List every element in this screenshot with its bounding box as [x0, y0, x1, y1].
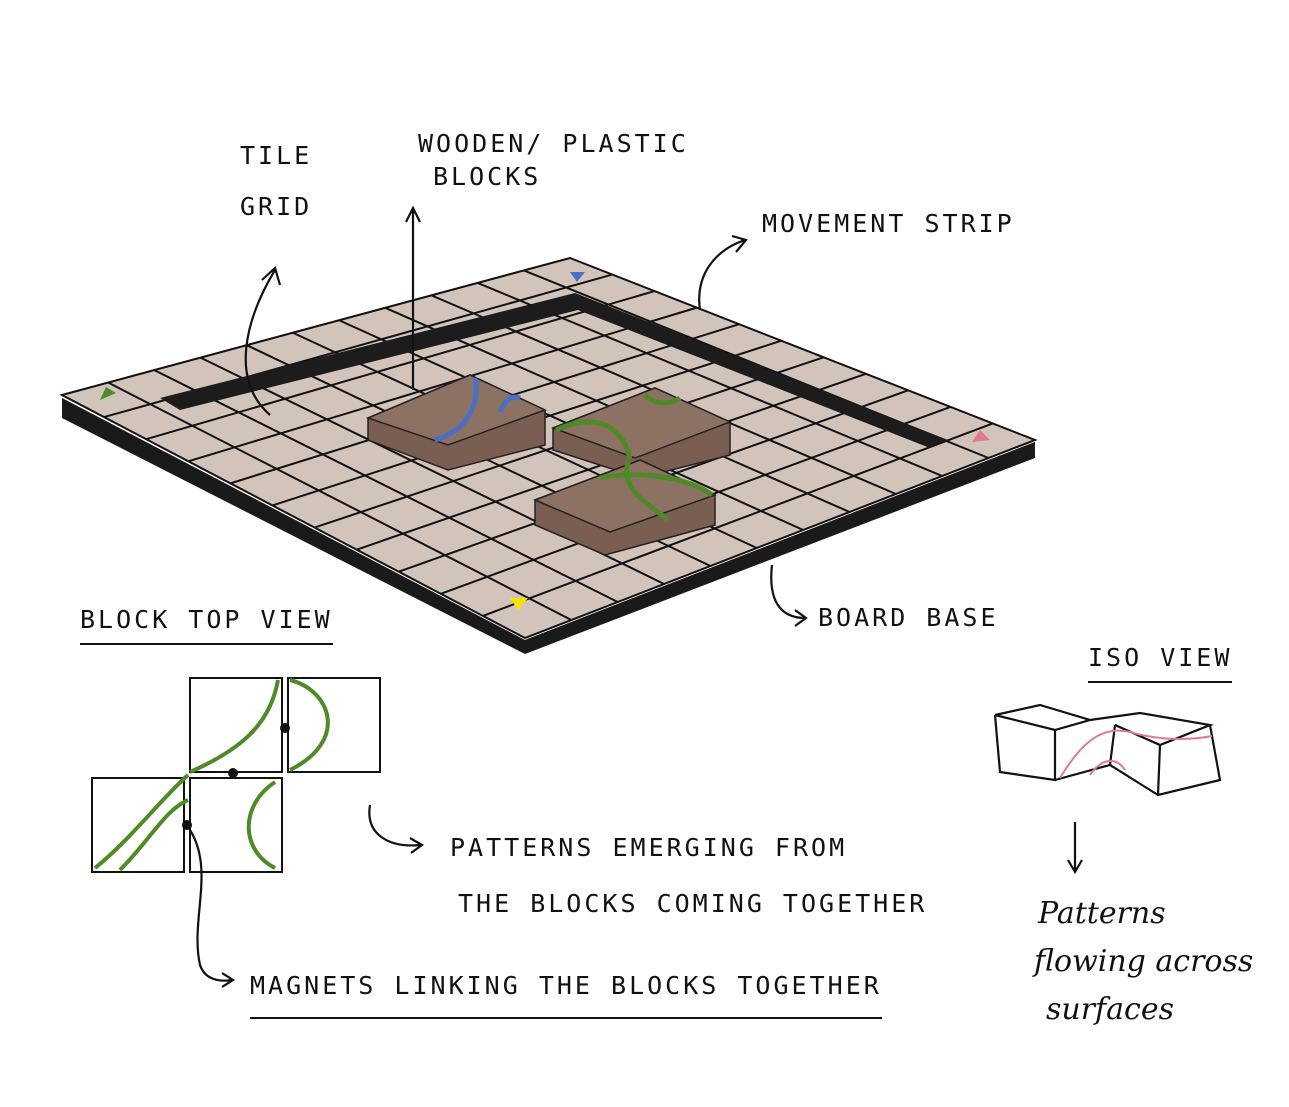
board-base-arrow	[770, 564, 808, 627]
patterns-flowing-line-1: Patterns	[1038, 896, 1166, 931]
iso-down-arrow	[1067, 822, 1083, 875]
block-green-bottom	[532, 459, 717, 556]
patterns-flowing-line-3: surfaces	[1046, 992, 1174, 1027]
pink-triangle-marker	[972, 430, 990, 442]
annotation-arrows	[189, 205, 1083, 988]
movement-strip	[160, 293, 948, 448]
patterns-emerging-line-1: PATTERNS EMERGING FROM	[450, 833, 848, 862]
patterns-emerging-line-2: THE BLOCKS COMING TOGETHER	[458, 889, 928, 918]
magnets-arrow	[189, 829, 236, 988]
yellow-triangle-marker	[510, 598, 528, 610]
blocks-label: WOODEN/ PLASTIC BLOCKS	[418, 128, 689, 193]
block-top-view-label: BLOCK TOP VIEW	[80, 604, 333, 645]
blocks-line-1: WOODEN/ PLASTIC	[418, 129, 689, 158]
tile-grid-label: TILE GRID	[240, 140, 312, 223]
patterns-flowing-label: Patterns flowing across surfaces	[1034, 890, 1253, 1034]
board-base-side	[62, 398, 1035, 654]
blocks-arrow	[405, 205, 421, 390]
tile-grid-line-2: GRID	[240, 191, 313, 221]
grid-line	[107, 381, 572, 621]
block-top-view	[91, 677, 381, 873]
grid-line	[482, 422, 994, 617]
patterns-emerging-label: PATTERNS EMERGING FROM THE BLOCKS COMING…	[450, 820, 927, 932]
block-green-top	[550, 387, 732, 479]
grid-line	[187, 306, 698, 463]
tile-grid-line-1: TILE	[240, 141, 313, 170]
patterns-flowing-line-2: flowing across	[1034, 944, 1254, 979]
grid-line	[145, 290, 655, 441]
game-board	[59, 256, 1038, 654]
board-top	[59, 256, 1038, 640]
grid-line	[153, 369, 619, 603]
iso-view-label: ISO VIEW	[1088, 642, 1233, 683]
movement-strip-label: MOVEMENT STRIP	[762, 209, 1015, 238]
board-base-label: BOARD BASE	[818, 603, 999, 632]
patterns-arrow	[368, 804, 425, 854]
green-triangle-marker	[100, 387, 116, 400]
iso-view-sketch	[993, 703, 1222, 797]
tile-grid-arrow	[244, 265, 282, 416]
blocks-line-2: BLOCKS	[433, 161, 542, 191]
block-blue	[365, 374, 547, 471]
movement-strip-arrow	[698, 234, 748, 311]
blue-triangle-marker	[570, 272, 585, 282]
magnets-label: MAGNETS LINKING THE BLOCKS TOGETHER	[250, 970, 882, 1019]
